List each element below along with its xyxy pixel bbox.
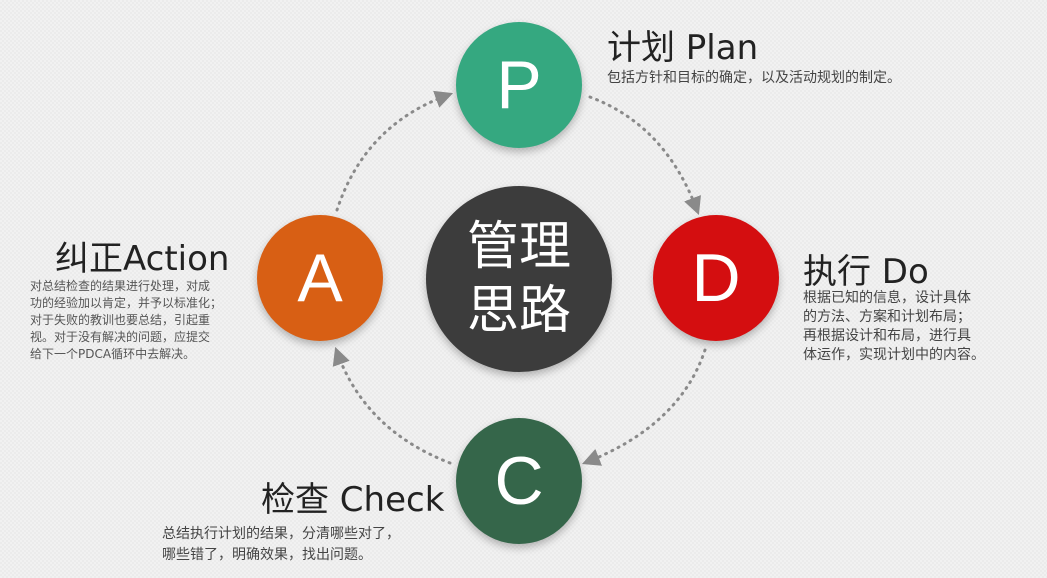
do-description: 根据已知的信息，设计具体 的方法、方案和计划布局； 再根据设计和布局，进行具 体… bbox=[803, 289, 985, 365]
center-line-1: 管理 bbox=[466, 217, 571, 277]
do-desc-line: 的方法、方案和计划布局； bbox=[803, 309, 971, 325]
center-line-2: 思路 bbox=[466, 281, 571, 341]
arrow-action-to-plan bbox=[335, 90, 454, 212]
action-desc-line: 对总结检查的结果进行处理，对成 bbox=[30, 279, 211, 293]
do-title: 执行 Do bbox=[803, 252, 929, 292]
arrow-do-to-check bbox=[581, 348, 707, 466]
action-desc-line: 功的经验加以肯定，并予以标准化； bbox=[30, 296, 223, 310]
action-title: 纠正Action bbox=[55, 239, 230, 279]
check-title: 检查 Check bbox=[261, 480, 445, 520]
check-desc-line: 哪些错了，明确效果，找出问题。 bbox=[162, 547, 372, 563]
check-description: 总结执行计划的结果，分清哪些对了， 哪些错了，明确效果，找出问题。 bbox=[162, 524, 400, 566]
arrow-plan-to-do bbox=[588, 95, 701, 216]
plan-title: 计划 Plan bbox=[607, 28, 759, 68]
check-node: C bbox=[456, 418, 582, 544]
plan-desc-line: 包括方针和目标的确定，以及活动规划的制定。 bbox=[607, 70, 901, 86]
do-desc-line: 根据已知的信息，设计具体 bbox=[803, 290, 971, 306]
action-description: 对总结检查的结果进行处理，对成 功的经验加以肯定，并予以标准化； 对于失败的教训… bbox=[30, 278, 222, 363]
action-desc-line: 给下一个PDCA循环中去解决。 bbox=[30, 347, 196, 361]
plan-letter: P bbox=[496, 47, 542, 123]
plan-node: P bbox=[456, 22, 582, 148]
do-desc-line: 体运作，实现计划中的内容。 bbox=[803, 347, 985, 363]
do-letter: D bbox=[691, 240, 741, 316]
action-letter: A bbox=[297, 240, 343, 316]
center-circle: 管理 思路 bbox=[426, 186, 612, 372]
check-letter: C bbox=[494, 443, 544, 519]
action-node: A bbox=[257, 215, 383, 341]
arrow-check-to-action bbox=[332, 346, 452, 465]
action-desc-line: 对于失败的教训也要总结，引起重 bbox=[30, 313, 211, 327]
do-desc-line: 再根据设计和布局，进行具 bbox=[803, 328, 971, 344]
check-desc-line: 总结执行计划的结果，分清哪些对了， bbox=[162, 526, 400, 542]
plan-description: 包括方针和目标的确定，以及活动规划的制定。 bbox=[607, 67, 901, 87]
do-node: D bbox=[653, 215, 779, 341]
action-desc-line: 视。对于没有解决的问题，应提交 bbox=[30, 330, 211, 344]
